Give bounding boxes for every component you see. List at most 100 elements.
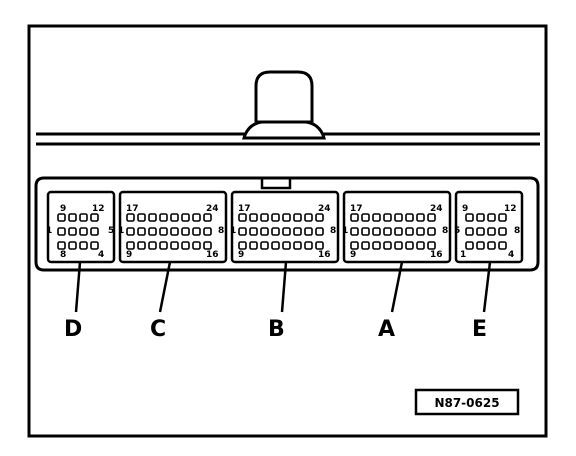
pin-socket <box>498 227 507 236</box>
pin-socket <box>148 241 157 250</box>
pin-socket <box>148 227 157 236</box>
pin-socket <box>465 227 474 236</box>
pin-socket <box>271 241 280 250</box>
connector-e: 9 12 5 8 1 4 <box>454 190 524 264</box>
pin-socket <box>498 213 507 222</box>
connector-d-pins <box>57 213 99 250</box>
connector-a-pins <box>350 213 436 250</box>
pin-socket <box>126 213 135 222</box>
pin-socket <box>159 241 168 250</box>
pin-socket <box>192 213 201 222</box>
outer-frame <box>27 24 548 438</box>
pin-socket <box>361 227 370 236</box>
pin-socket <box>476 241 485 250</box>
pin-label: 12 <box>92 204 105 214</box>
connector-letter-e: E <box>472 317 487 342</box>
pin-socket <box>238 227 247 236</box>
pin-socket <box>137 241 146 250</box>
pin-socket <box>304 213 313 222</box>
latch-base <box>242 120 326 140</box>
pin-socket <box>361 241 370 250</box>
pin-socket <box>282 227 291 236</box>
pin-socket <box>159 227 168 236</box>
pin-socket <box>293 213 302 222</box>
pin-label: 17 <box>238 204 251 214</box>
pin-socket <box>372 213 381 222</box>
pin-socket <box>427 241 436 250</box>
pin-socket <box>181 213 190 222</box>
pin-label: 24 <box>318 204 331 214</box>
pin-socket <box>282 213 291 222</box>
pin-label: 9 <box>60 204 66 214</box>
pin-socket <box>57 227 66 236</box>
pin-socket <box>315 213 324 222</box>
pin-socket <box>315 241 324 250</box>
pin-label: 24 <box>206 204 219 214</box>
pin-label: 17 <box>126 204 139 214</box>
pin-socket <box>416 227 425 236</box>
pin-label: 1 <box>342 226 348 236</box>
pin-label: 5 <box>454 226 460 236</box>
pin-socket <box>90 213 99 222</box>
pin-socket <box>465 213 474 222</box>
pin-socket <box>350 213 359 222</box>
pin-socket <box>57 241 66 250</box>
pin-socket <box>260 241 269 250</box>
pin-socket <box>465 241 474 250</box>
pin-socket <box>271 227 280 236</box>
pin-socket <box>260 213 269 222</box>
pin-socket <box>159 213 168 222</box>
pin-socket <box>372 227 381 236</box>
pin-label: 24 <box>430 204 443 214</box>
pin-socket <box>249 227 258 236</box>
pin-label: 4 <box>508 250 514 260</box>
pin-socket <box>79 241 88 250</box>
pin-socket <box>79 227 88 236</box>
pin-socket <box>476 213 485 222</box>
pin-socket <box>170 241 179 250</box>
pin-socket <box>271 213 280 222</box>
pin-socket <box>148 213 157 222</box>
connector-e-pins <box>465 213 507 250</box>
pin-socket <box>383 213 392 222</box>
pin-label: 17 <box>350 204 363 214</box>
pin-label: 16 <box>430 250 443 260</box>
pin-socket <box>181 227 190 236</box>
pin-label: 9 <box>126 250 132 260</box>
pin-socket <box>170 213 179 222</box>
pin-socket <box>427 227 436 236</box>
connector-c: 17 24 1 8 9 16 <box>118 190 228 264</box>
pin-socket <box>487 213 496 222</box>
pin-socket <box>383 227 392 236</box>
latch-knob <box>254 70 314 124</box>
pin-socket <box>68 213 77 222</box>
pin-label: 8 <box>330 226 336 236</box>
pin-socket <box>238 241 247 250</box>
leader-line-c <box>158 261 172 313</box>
pin-socket <box>405 241 414 250</box>
connector-b: 17 24 1 8 9 16 <box>230 190 340 264</box>
pin-socket <box>394 227 403 236</box>
pin-socket <box>293 241 302 250</box>
connector-b-pins <box>238 213 324 250</box>
pin-socket <box>394 241 403 250</box>
connector-c-shell <box>118 190 228 264</box>
pin-socket <box>405 227 414 236</box>
pin-socket <box>416 241 425 250</box>
pin-socket <box>293 227 302 236</box>
pin-socket <box>79 213 88 222</box>
pin-label: 9 <box>238 250 244 260</box>
pin-socket <box>315 227 324 236</box>
pin-socket <box>350 241 359 250</box>
pin-label: 8 <box>218 226 224 236</box>
pin-socket <box>304 227 313 236</box>
pin-label: 4 <box>98 250 104 260</box>
pin-label: 5 <box>108 226 114 236</box>
pin-label: 8 <box>60 250 66 260</box>
pin-socket <box>427 213 436 222</box>
pin-socket <box>260 227 269 236</box>
pin-socket <box>126 241 135 250</box>
leader-line-e <box>482 261 492 313</box>
reference-code: N87-0625 <box>434 396 499 410</box>
connector-d: 9 12 1 5 8 4 <box>46 190 116 264</box>
